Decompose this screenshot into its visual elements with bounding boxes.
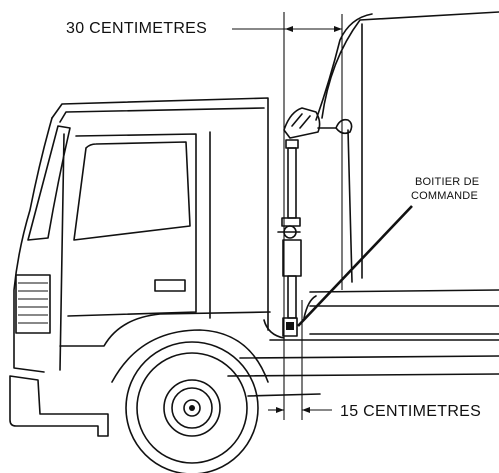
control-box-leader (297, 205, 413, 327)
mirror-assembly (277, 107, 353, 319)
top-arrow-right (334, 26, 342, 32)
cable (315, 13, 373, 121)
front-wheel (111, 329, 269, 473)
truck-cab (13, 97, 285, 373)
control-box (282, 317, 298, 337)
bottom-dimension-label: 15 CENTIMETRES (340, 403, 481, 420)
chassis (227, 339, 499, 397)
control-box-label-line2: COMMANDE (411, 190, 478, 202)
top-dimension: 30 CENTIMETRES (66, 20, 342, 37)
top-dimension-label: 30 CENTIMETRES (66, 20, 207, 37)
control-box-callout: BOITIER DE COMMANDE (297, 176, 479, 327)
control-box-label-line1: BOITIER DE (415, 176, 479, 188)
bottom-arrow-left (276, 407, 284, 413)
bottom-arrow-right (302, 407, 310, 413)
top-arrow-left (285, 26, 293, 32)
bottom-dimension: 15 CENTIMETRES (268, 403, 481, 420)
extension-lines (283, 12, 343, 420)
front-bumper (9, 375, 109, 437)
cargo-body (303, 11, 499, 335)
